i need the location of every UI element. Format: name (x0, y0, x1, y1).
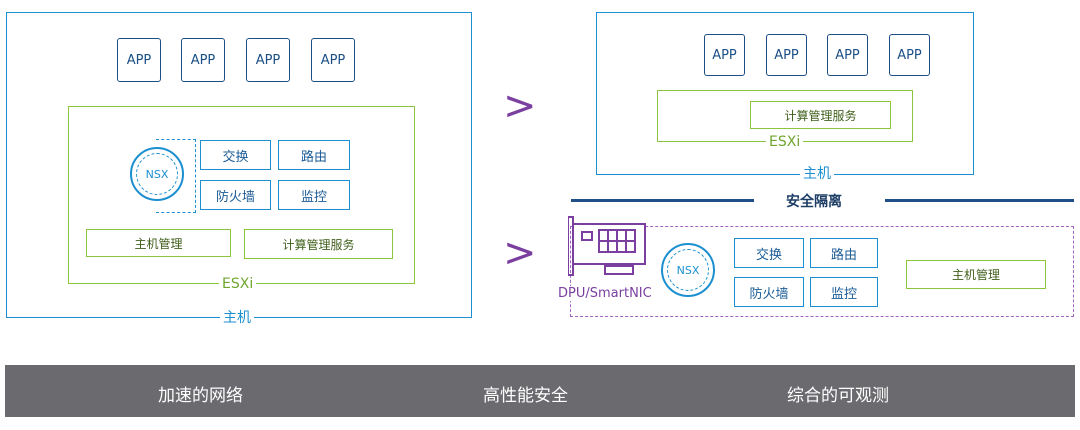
left-app-4: APP (311, 38, 355, 82)
right-app-1: APP (704, 34, 745, 76)
right-host-label: 主机 (800, 166, 834, 182)
isolation-label: 安全隔离 (786, 194, 842, 210)
left-service-switch: 交换 (200, 140, 271, 170)
right-app-3: APP (827, 34, 868, 76)
left-nsx-label: NSX (136, 153, 178, 195)
right-service-switch: 交换 (734, 238, 804, 268)
left-app-3: APP (246, 38, 290, 82)
right-app-4: APP (889, 34, 930, 76)
left-service-firewall: 防火墙 (200, 180, 271, 210)
isolation-line-right (885, 199, 1074, 202)
left-service-monitor: 监控 (278, 180, 350, 210)
right-host-mgmt: 主机管理 (906, 260, 1046, 289)
benefit-comprehensive-observability: 综合的可观测 (787, 386, 889, 406)
right-nsx-icon: NSX (661, 243, 715, 297)
left-nsx-connector-top (156, 139, 196, 140)
dpu-label: DPU/SmartNIC (556, 286, 654, 301)
left-host-mgmt: 主机管理 (86, 229, 231, 257)
right-compute-service: 计算管理服务 (750, 101, 891, 129)
dpu-dashed-box (570, 226, 1074, 317)
arrow-top: > (503, 83, 537, 129)
benefit-accelerated-networking: 加速的网络 (158, 386, 243, 406)
right-esxi-label: ESXi (766, 134, 804, 150)
right-app-2: APP (766, 34, 807, 76)
left-compute-service: 计算管理服务 (244, 229, 393, 259)
isolation-line-left (571, 199, 754, 202)
arrow-bottom: > (503, 230, 537, 276)
right-nsx-label: NSX (667, 249, 709, 291)
benefit-high-performance-security: 高性能安全 (483, 386, 568, 406)
right-host-box (596, 12, 974, 175)
left-host-label: 主机 (220, 310, 254, 326)
left-nsx-icon: NSX (130, 147, 184, 201)
left-nsx-connector-bottom (156, 212, 196, 213)
benefits-bar: 加速的网络 高性能安全 综合的可观测 (5, 365, 1075, 417)
left-app-1: APP (117, 38, 161, 82)
left-service-routing: 路由 (278, 140, 350, 170)
left-app-2: APP (181, 38, 225, 82)
dpu-card-icon (567, 216, 648, 278)
right-service-firewall: 防火墙 (734, 277, 804, 307)
left-esxi-label: ESXi (219, 276, 257, 292)
right-service-monitor: 监控 (810, 277, 878, 307)
left-nsx-connector-side (195, 139, 196, 213)
right-service-routing: 路由 (810, 238, 878, 268)
